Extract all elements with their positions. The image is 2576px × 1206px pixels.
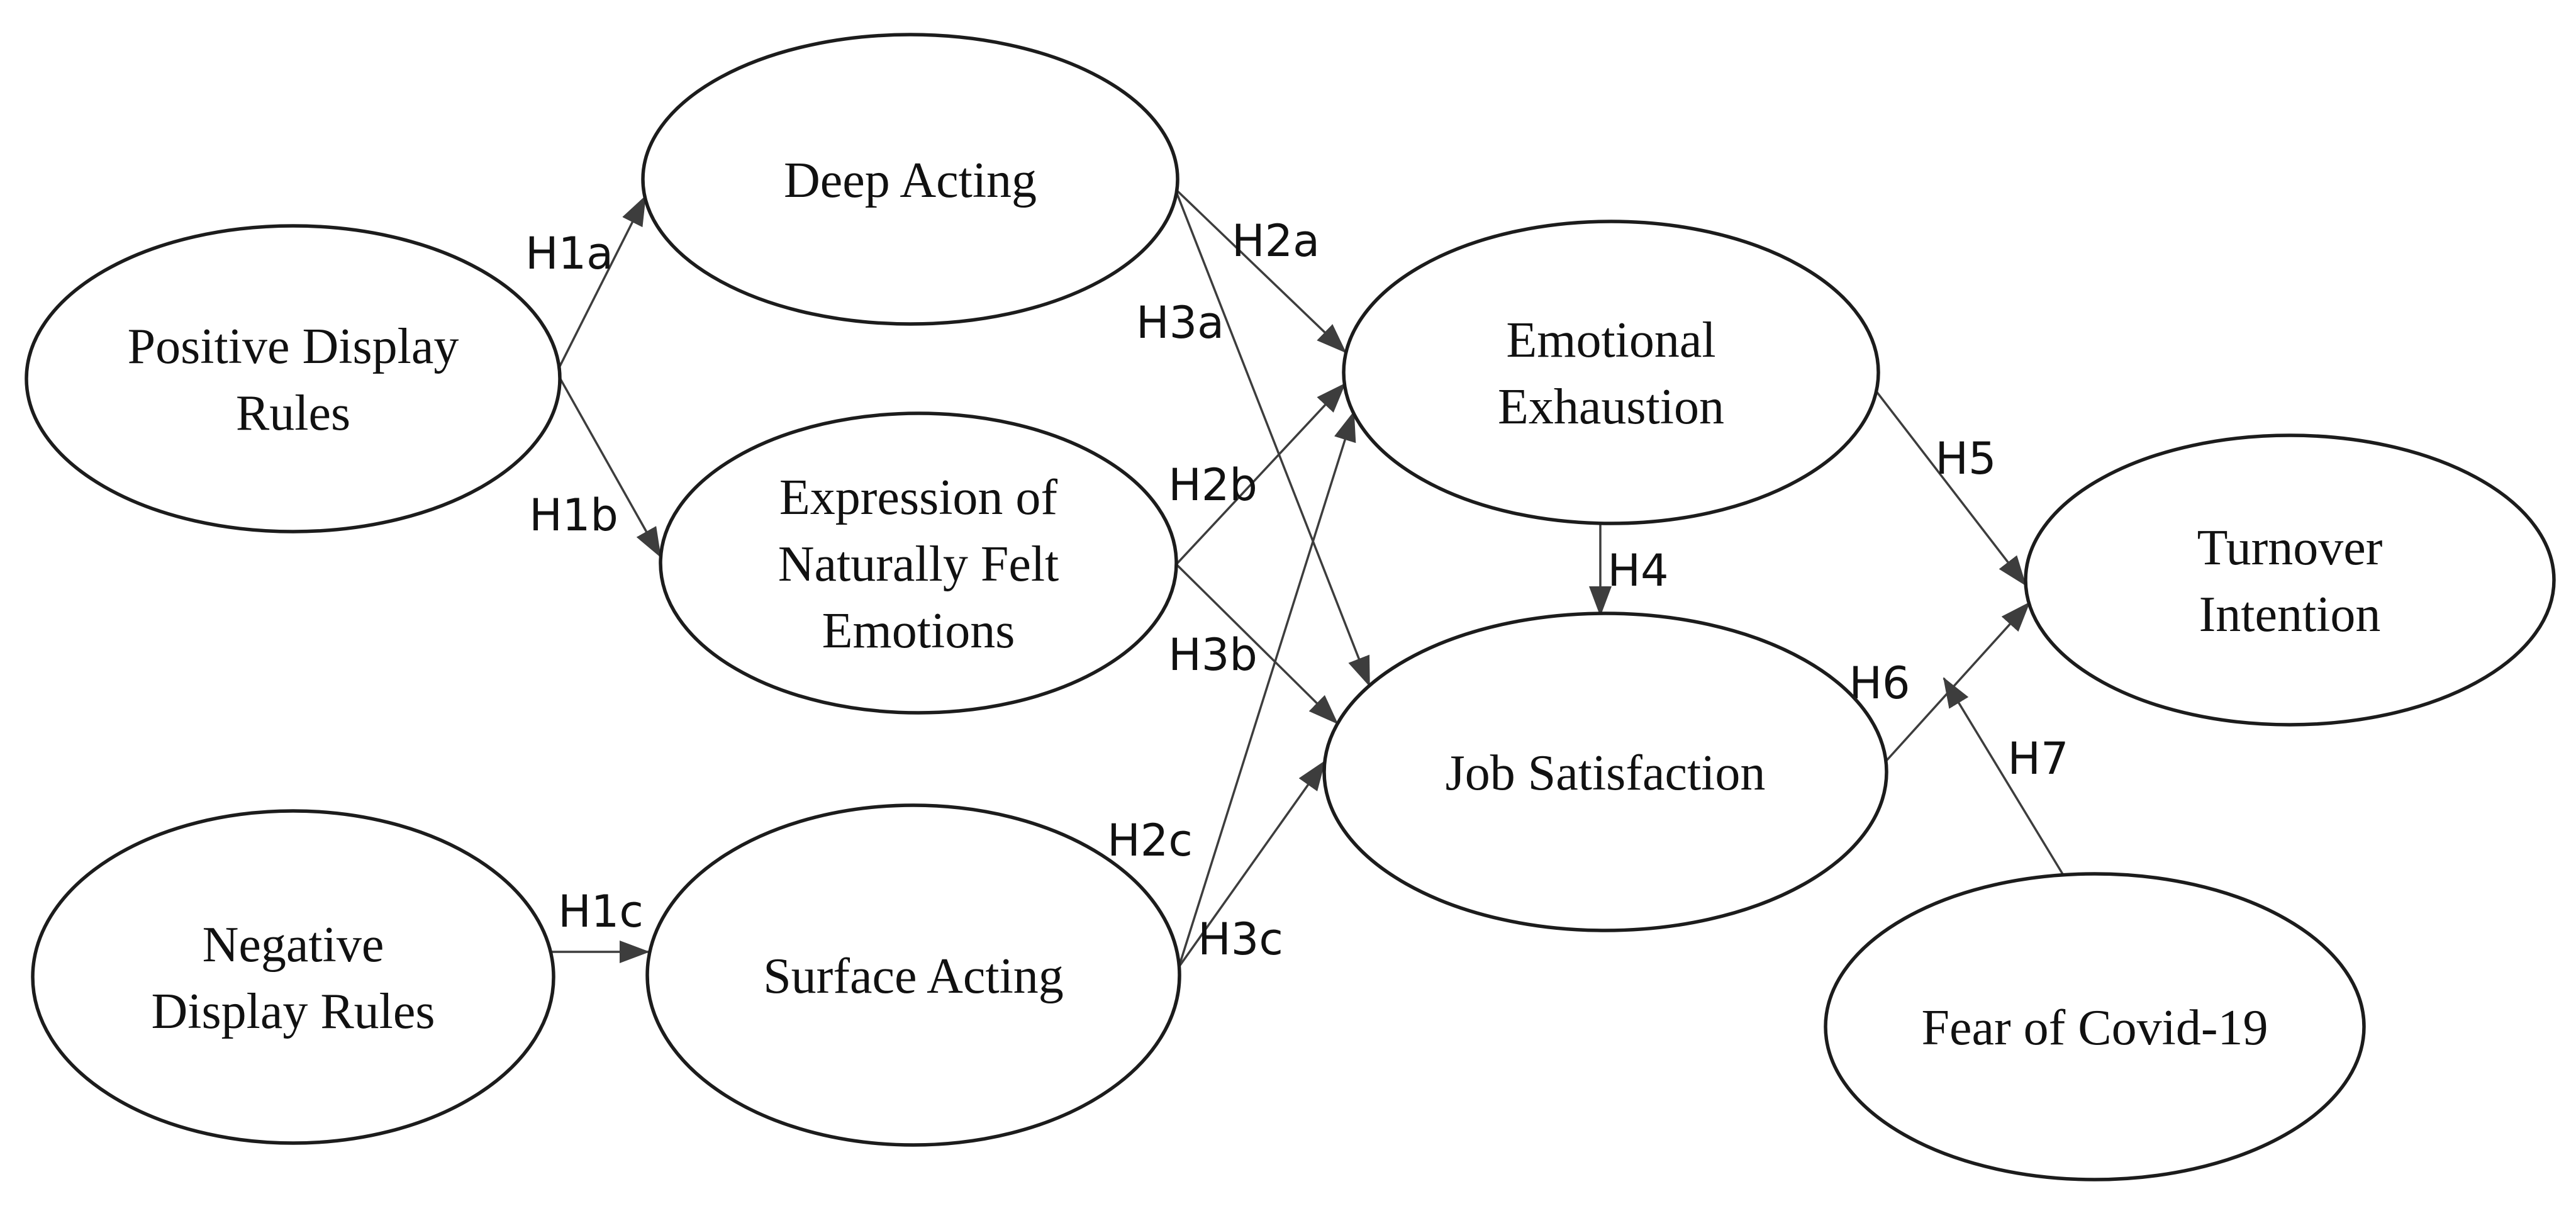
node-ellipse-positive-display-rules: [25, 224, 562, 533]
node-ellipse-emotional-exhaustion: [1342, 220, 1880, 525]
node-label-fear-of-covid-19: Fear of Covid-19: [1921, 1000, 2268, 1056]
edge-label-h1a: H1a: [525, 228, 613, 279]
edge-label-h5: H5: [1935, 433, 1996, 484]
edge-line-h5: [1870, 384, 2027, 586]
edge-label-h3c: H3c: [1198, 913, 1283, 965]
node-surface-acting: Surface Acting: [645, 803, 1181, 1147]
node-ellipse-fear-of-covid-19: [1824, 872, 2366, 1181]
edge-label-h6: H6: [1849, 657, 1910, 709]
node-label-surface-acting: Surface Acting: [763, 949, 1064, 1004]
edge-h4: H4: [1589, 522, 1669, 617]
node-label-line: Naturally Felt: [778, 537, 1059, 592]
edge-line-h2c: [1178, 411, 1356, 968]
edge-h1b: H1b: [529, 372, 662, 558]
edge-line-h2a: [1174, 187, 1347, 354]
node-label-line: Expression of: [779, 470, 1058, 525]
edge-label-h3a: H3a: [1136, 297, 1224, 349]
edge-h5: H5: [1870, 384, 2027, 586]
node-ellipse-turnover-intention: [2024, 433, 2556, 727]
edge-line-h7: [1943, 677, 2065, 876]
edge-h1c: H1c: [551, 886, 650, 963]
node-label-line: Emotional: [1506, 313, 1715, 368]
edge-label-h4: H4: [1607, 545, 1668, 596]
node-label-line: Intention: [2199, 587, 2381, 642]
edge-label-h1c: H1c: [558, 886, 644, 937]
edge-h1a: H1a: [525, 195, 647, 373]
edge-h3c: H3c: [1178, 760, 1326, 968]
node-label-line: Turnover: [2197, 520, 2383, 576]
edge-line-h3c: [1178, 760, 1326, 968]
edge-line-h2b: [1175, 382, 1346, 566]
edge-line-h1b: [555, 372, 662, 558]
node-label-line: Exhaustion: [1498, 379, 1724, 435]
node-ellipse-expression-of-naturally-felt-emotions: [659, 411, 1178, 715]
node-label-line: Negative: [203, 917, 384, 973]
node-fear-of-covid-19: Fear of Covid-19: [1824, 872, 2366, 1181]
edge-label-h2c: H2c: [1107, 815, 1193, 866]
edge-label-h1b: H1b: [529, 489, 618, 541]
edge-h2c: H2c: [1107, 411, 1356, 968]
edge-line-h3b: [1175, 563, 1339, 725]
node-label-line: Positive Display: [128, 319, 459, 374]
edge-line-h3a: [1174, 188, 1371, 687]
node-ellipse-job-satisfaction: [1322, 611, 1888, 932]
edge-h3b: H3b: [1168, 563, 1339, 725]
node-label-line: Display Rules: [151, 984, 435, 1039]
node-label-job-satisfaction: Job Satisfaction: [1446, 745, 1766, 801]
node-ellipse-deep-acting: [641, 33, 1179, 326]
edge-line-h1a: [555, 195, 647, 373]
node-deep-acting: Deep Acting: [641, 33, 1179, 326]
edge-h7: H7: [1943, 677, 2069, 876]
node-label-deep-acting: Deep Acting: [784, 153, 1037, 208]
node-ellipse-surface-acting: [645, 803, 1181, 1147]
edge-h2a: H2a: [1174, 187, 1347, 354]
edge-label-h2a: H2a: [1232, 215, 1320, 267]
node-label-line: Rules: [236, 386, 350, 441]
edge-label-h7: H7: [2007, 733, 2068, 784]
edge-label-h3b: H3b: [1168, 629, 1257, 681]
edge-label-h2b: H2b: [1168, 459, 1257, 511]
edge-h2b: H2b: [1168, 382, 1346, 566]
node-job-satisfaction: Job Satisfaction: [1322, 611, 1888, 932]
node-ellipse-negative-display-rules: [31, 809, 555, 1145]
node-label-line: Emotions: [822, 603, 1015, 659]
edge-h3a: H3a: [1136, 188, 1371, 687]
